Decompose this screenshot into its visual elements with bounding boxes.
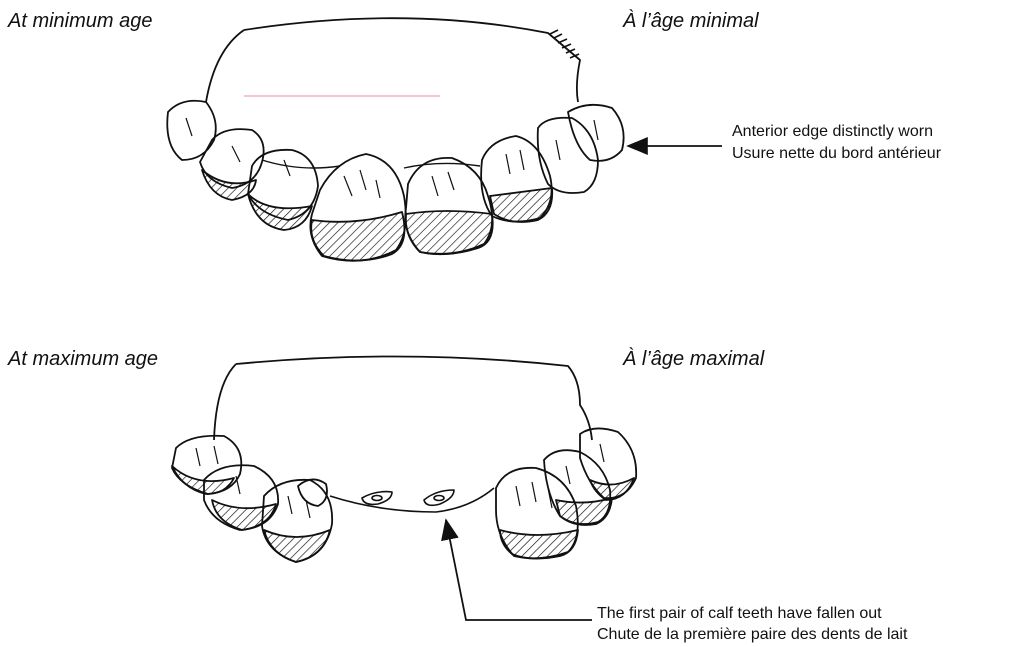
tooth xyxy=(298,479,327,506)
empty-socket-left xyxy=(362,492,392,505)
empty-socket-right xyxy=(424,490,454,505)
bottom-jaw xyxy=(172,356,636,562)
top-jaw xyxy=(167,18,623,261)
bottom-jaw-outline xyxy=(214,356,592,440)
top-jaw-outline xyxy=(206,18,580,102)
tooth xyxy=(167,101,216,160)
tooth xyxy=(538,118,598,193)
